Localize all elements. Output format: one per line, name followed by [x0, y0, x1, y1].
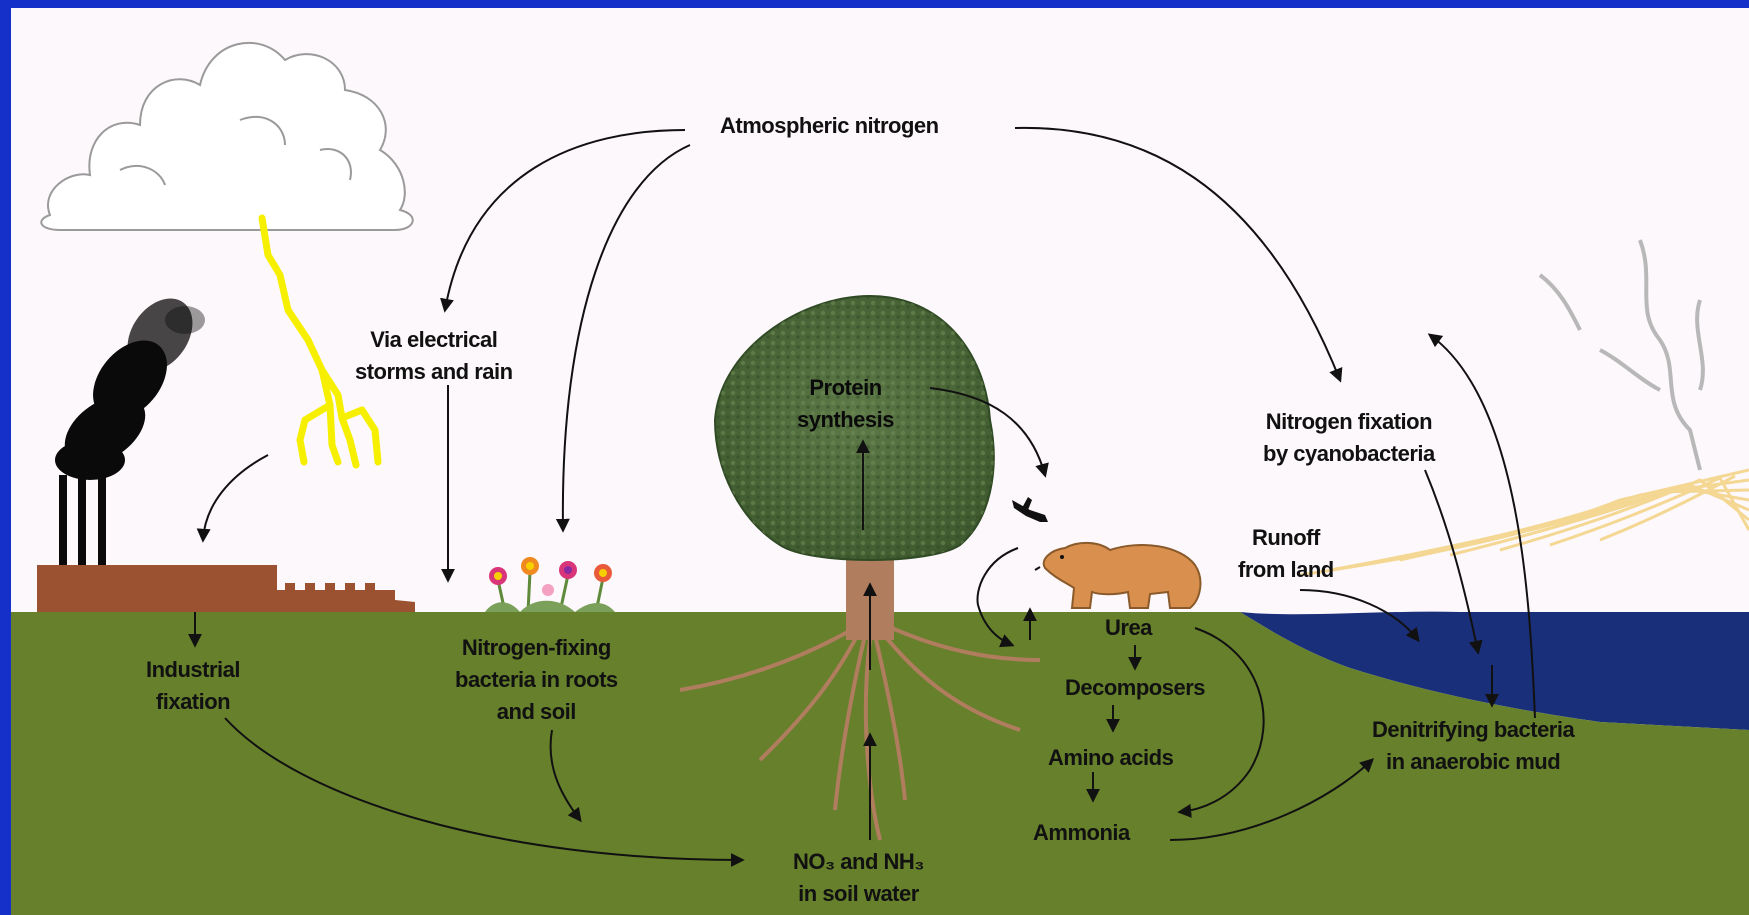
- label-line: in soil water: [793, 878, 924, 910]
- label-soil-water: NO₃ and NH₃ in soil water: [793, 846, 924, 910]
- label-line: Protein: [797, 372, 894, 404]
- label-protein-synthesis: Protein synthesis: [797, 372, 894, 436]
- label-line: Via electrical: [355, 324, 513, 356]
- label-line: from land: [1238, 554, 1334, 586]
- label-atmospheric-nitrogen: Atmospheric nitrogen: [720, 110, 939, 142]
- label-urea: Urea: [1105, 612, 1152, 644]
- label-line: Runoff: [1238, 522, 1334, 554]
- label-via-electrical: Via electrical storms and rain: [355, 324, 513, 388]
- label-amino-acids: Amino acids: [1048, 742, 1173, 774]
- label-nitrogen-fixation-cyanobacteria: Nitrogen fixation by cyanobacteria: [1263, 406, 1435, 470]
- label-line: Nitrogen-fixing: [455, 632, 618, 664]
- label-denitrifying-bacteria: Denitrifying bacteria in anaerobic mud: [1372, 714, 1574, 778]
- label-line: Nitrogen fixation: [1263, 406, 1435, 438]
- label-line: by cyanobacteria: [1263, 438, 1435, 470]
- label-line: bacteria in roots: [455, 664, 618, 696]
- label-ammonia: Ammonia: [1033, 817, 1130, 849]
- label-industrial-fixation: Industrial fixation: [146, 654, 240, 718]
- label-line: and soil: [455, 696, 618, 728]
- label-decomposers: Decomposers: [1065, 672, 1205, 704]
- label-line: storms and rain: [355, 356, 513, 388]
- label-line: Industrial: [146, 654, 240, 686]
- label-line: synthesis: [797, 404, 894, 436]
- label-line: NO₃ and NH₃: [793, 846, 924, 878]
- label-line: in anaerobic mud: [1372, 746, 1574, 778]
- label-line: fixation: [146, 686, 240, 718]
- label-runoff: Runoff from land: [1238, 522, 1334, 586]
- label-line: Denitrifying bacteria: [1372, 714, 1574, 746]
- label-nitrogen-fixing-bacteria: Nitrogen-fixing bacteria in roots and so…: [455, 632, 618, 728]
